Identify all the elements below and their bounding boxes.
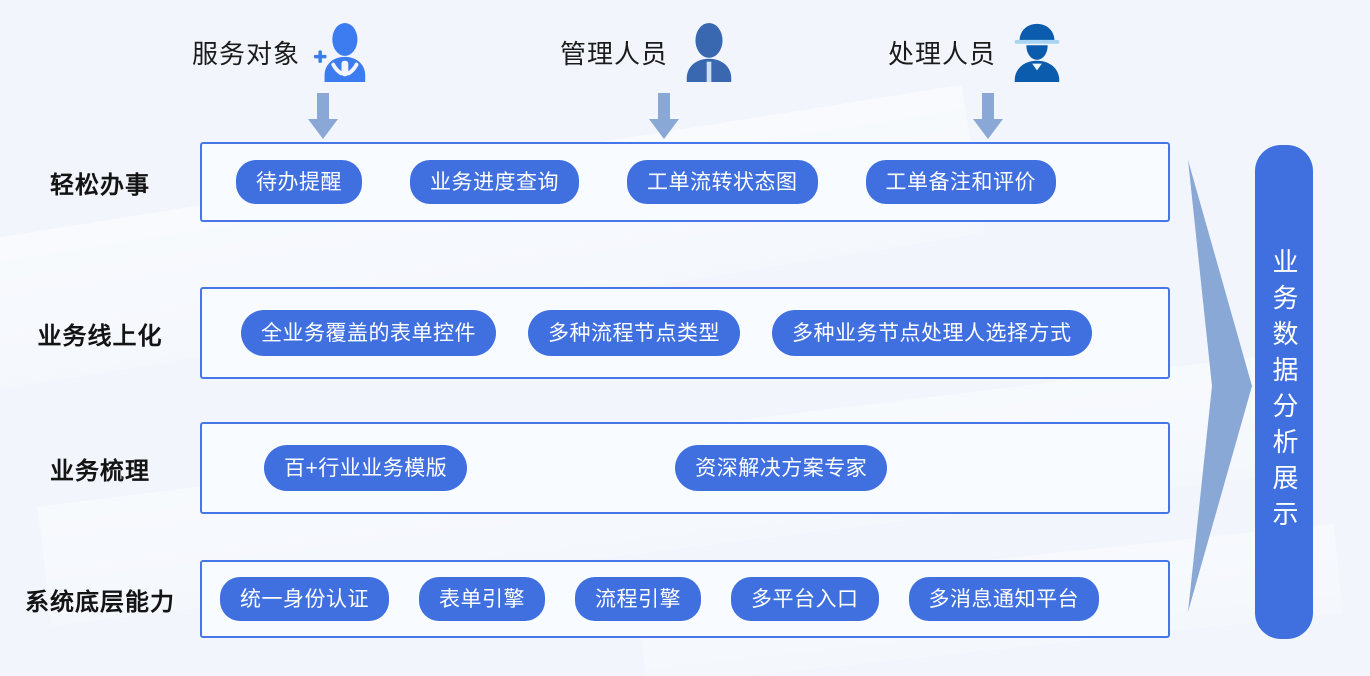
capability-row-easy-handling: 轻松办事 待办提醒 业务进度查询 工单流转状态图 工单备注和评价 xyxy=(0,142,1170,222)
business-data-analysis-label: 业务数据分析展示 xyxy=(1269,248,1299,536)
actor-row: 服务对象 管理人员 xyxy=(0,0,1170,140)
actor-label: 处理人员 xyxy=(888,38,997,69)
capability-pill[interactable]: 流程引擎 xyxy=(575,577,701,621)
arrow-right-large-icon xyxy=(1182,160,1254,612)
right-outcome-panel: 业务数据分析展示 xyxy=(1170,0,1370,676)
person-worker-helmet-icon xyxy=(1006,22,1068,82)
capability-pill[interactable]: 待办提醒 xyxy=(236,160,362,204)
row-container: 待办提醒 业务进度查询 工单流转状态图 工单备注和评价 xyxy=(200,142,1170,222)
capability-rows: 轻松办事 待办提醒 业务进度查询 工单流转状态图 工单备注和评价 业务线上化 全… xyxy=(0,142,1170,638)
row-label: 业务线上化 xyxy=(37,322,163,350)
row-container: 统一身份认证 表单引擎 流程引擎 多平台入口 多消息通知平台 xyxy=(200,560,1170,638)
actor-manager: 管理人员 xyxy=(560,22,740,82)
capability-row-business-online: 业务线上化 全业务覆盖的表单控件 多种流程节点类型 多种业务节点处理人选择方式 xyxy=(0,287,1170,379)
arrow-down-icon xyxy=(305,93,341,139)
capability-pill[interactable]: 资深解决方案专家 xyxy=(675,445,888,491)
person-manager-icon xyxy=(678,22,740,82)
capability-pill[interactable]: 多平台入口 xyxy=(731,577,879,621)
capability-pill[interactable]: 多种业务节点处理人选择方式 xyxy=(772,310,1092,356)
capability-pill[interactable]: 表单引擎 xyxy=(419,577,545,621)
capability-row-business-mapping: 业务梳理 百+行业业务模版 资深解决方案专家 xyxy=(0,422,1170,514)
row-label: 系统底层能力 xyxy=(25,588,175,616)
actor-label: 服务对象 xyxy=(192,38,301,69)
capability-pill[interactable]: 多种流程节点类型 xyxy=(528,310,740,356)
capability-pill[interactable]: 工单流转状态图 xyxy=(627,160,818,204)
business-data-analysis-bar[interactable]: 业务数据分析展示 xyxy=(1255,145,1313,639)
capability-pill[interactable]: 统一身份认证 xyxy=(220,577,389,621)
actor-handler: 处理人员 xyxy=(888,22,1068,82)
row-label: 轻松办事 xyxy=(50,171,150,199)
capability-row-system-foundation: 系统底层能力 统一身份认证 表单引擎 流程引擎 多平台入口 多消息通知平台 xyxy=(0,560,1170,638)
actor-label: 管理人员 xyxy=(560,38,669,69)
actor-service-object: 服务对象 xyxy=(192,22,372,82)
row-label: 业务梳理 xyxy=(50,457,150,485)
arrow-down-icon xyxy=(646,93,682,139)
row-container: 全业务覆盖的表单控件 多种流程节点类型 多种业务节点处理人选择方式 xyxy=(200,287,1170,379)
capability-pill[interactable]: 工单备注和评价 xyxy=(865,160,1056,204)
capability-pill[interactable]: 百+行业业务模版 xyxy=(264,445,468,491)
arrow-down-icon xyxy=(970,93,1006,139)
capability-pill[interactable]: 多消息通知平台 xyxy=(908,577,1099,621)
row-container: 百+行业业务模版 资深解决方案专家 xyxy=(200,422,1170,514)
capability-pill[interactable]: 业务进度查询 xyxy=(410,160,579,204)
person-add-icon xyxy=(310,22,372,82)
capability-pill[interactable]: 全业务覆盖的表单控件 xyxy=(241,310,496,356)
